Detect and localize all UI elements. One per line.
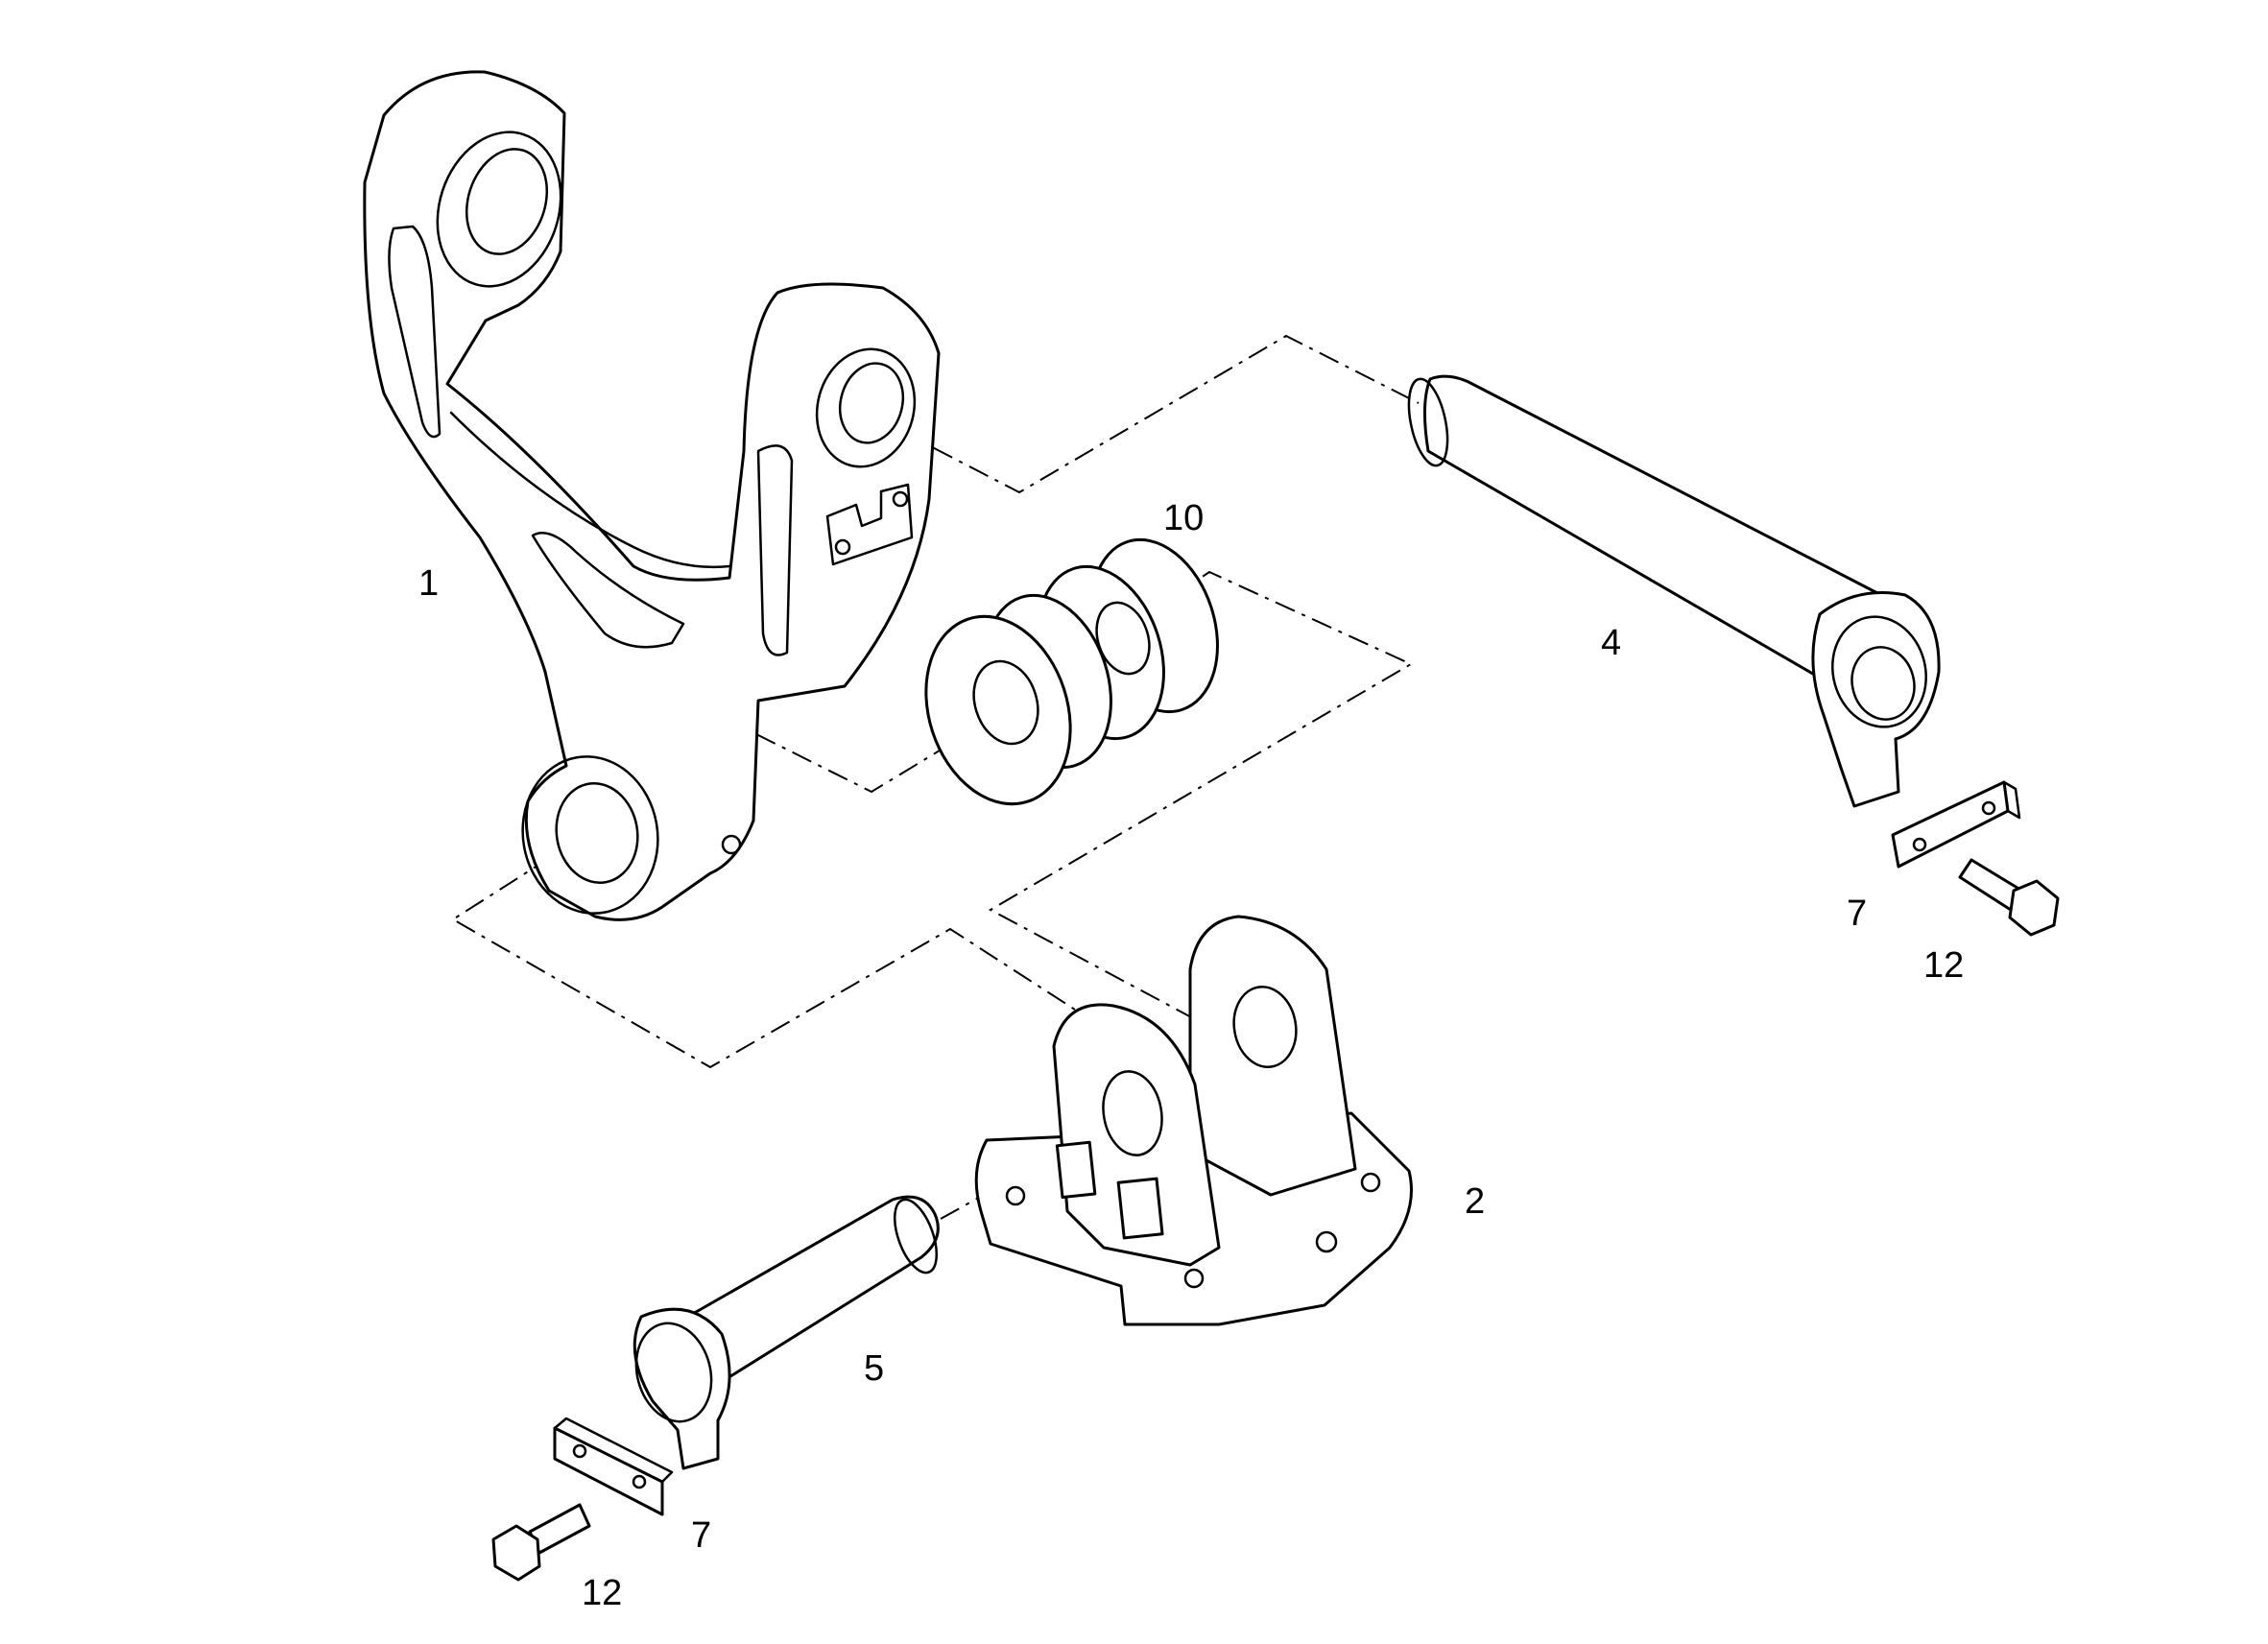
callout-2: 2	[1465, 1181, 1485, 1222]
base-hole-4	[1183, 1268, 1205, 1289]
lever-slot-left	[388, 225, 442, 439]
base-hole-3	[1360, 1172, 1381, 1193]
callout-12-lower: 12	[582, 1573, 622, 1613]
lower-hub-outer	[521, 755, 659, 915]
lever-web	[449, 411, 731, 569]
part-7-plate-upper	[1891, 780, 2021, 869]
callout-7-lower: 7	[691, 1515, 711, 1556]
lever-body	[363, 70, 941, 921]
pin-5-shaft	[689, 1195, 940, 1380]
base-ear-front-bore	[1102, 1070, 1163, 1156]
plate-lower-hole-1	[572, 1443, 587, 1459]
bolt-upper-head	[2008, 879, 2060, 937]
pin-4-head-boss	[1850, 646, 1916, 721]
leader-spring-10	[755, 570, 1414, 1057]
leader-pin-4	[861, 334, 1420, 494]
lever-slot-right	[756, 444, 794, 656]
part-12-bolt-lower	[491, 1503, 591, 1582]
callout-10: 10	[1163, 498, 1204, 538]
part-1-lever	[363, 70, 941, 921]
base-lug-right	[1116, 1177, 1164, 1240]
pin-4-head-face	[1831, 615, 1927, 728]
upper-eye-bore	[465, 148, 549, 255]
plate-upper-hole-1	[1912, 837, 1927, 852]
base-hole-1	[1005, 1185, 1026, 1206]
pin-5-head-tab	[633, 1307, 731, 1470]
plate-upper-hole-2	[1981, 800, 1996, 816]
lever-lock-hole-1	[834, 538, 851, 556]
part-5-pin	[633, 1195, 940, 1470]
base-lug-left	[1055, 1140, 1097, 1200]
part-10-spring	[924, 537, 1219, 806]
lower-hub-bore	[555, 782, 639, 884]
upper-eye-outer	[436, 131, 562, 288]
part-12-bolt-upper	[1958, 858, 2060, 937]
spring-disc-1	[924, 614, 1072, 806]
plate-lower-top	[553, 1417, 674, 1484]
lower-hub-grease-nipple	[721, 834, 742, 855]
spring-disc-1-bore	[972, 659, 1039, 746]
plate-lower-hole-2	[632, 1474, 647, 1489]
callout-5: 5	[864, 1348, 884, 1389]
right-eye-bore	[838, 362, 905, 444]
pin-5-head-face	[634, 1322, 713, 1423]
bolt-lower-head	[491, 1524, 541, 1582]
base-ear-rear-bore	[1232, 986, 1298, 1068]
callout-12-upper: 12	[1923, 945, 1964, 986]
base-ear-rear	[1188, 915, 1357, 1197]
lever-lock-hole-2	[892, 490, 909, 508]
callout-4: 4	[1601, 623, 1621, 663]
leader-lower-bore	[451, 834, 1122, 1069]
callout-7-upper: 7	[1847, 893, 1867, 934]
base-ear-front	[1052, 1003, 1221, 1267]
right-eye-outer	[815, 347, 917, 468]
plate-upper-face	[1891, 780, 2010, 869]
lever-lock-bracket	[825, 483, 914, 566]
spring-inner-bore	[1095, 601, 1151, 676]
callout-1: 1	[418, 563, 439, 604]
base-hole-2	[1315, 1230, 1338, 1253]
pin-4-head-tab	[1811, 591, 1941, 808]
part-2-base	[974, 915, 1413, 1326]
part-4-pin	[1407, 374, 1941, 808]
pin-5-end	[893, 1198, 939, 1275]
plate-upper-side	[2002, 780, 2021, 820]
part-7-plate-lower	[553, 1417, 674, 1516]
lever-pocket	[531, 532, 685, 649]
pin-4-shaft	[1422, 374, 1883, 685]
callout-labels: 1 10 4 7 12 2 5 7 12	[418, 498, 1964, 1613]
pin-4-end	[1407, 377, 1449, 467]
